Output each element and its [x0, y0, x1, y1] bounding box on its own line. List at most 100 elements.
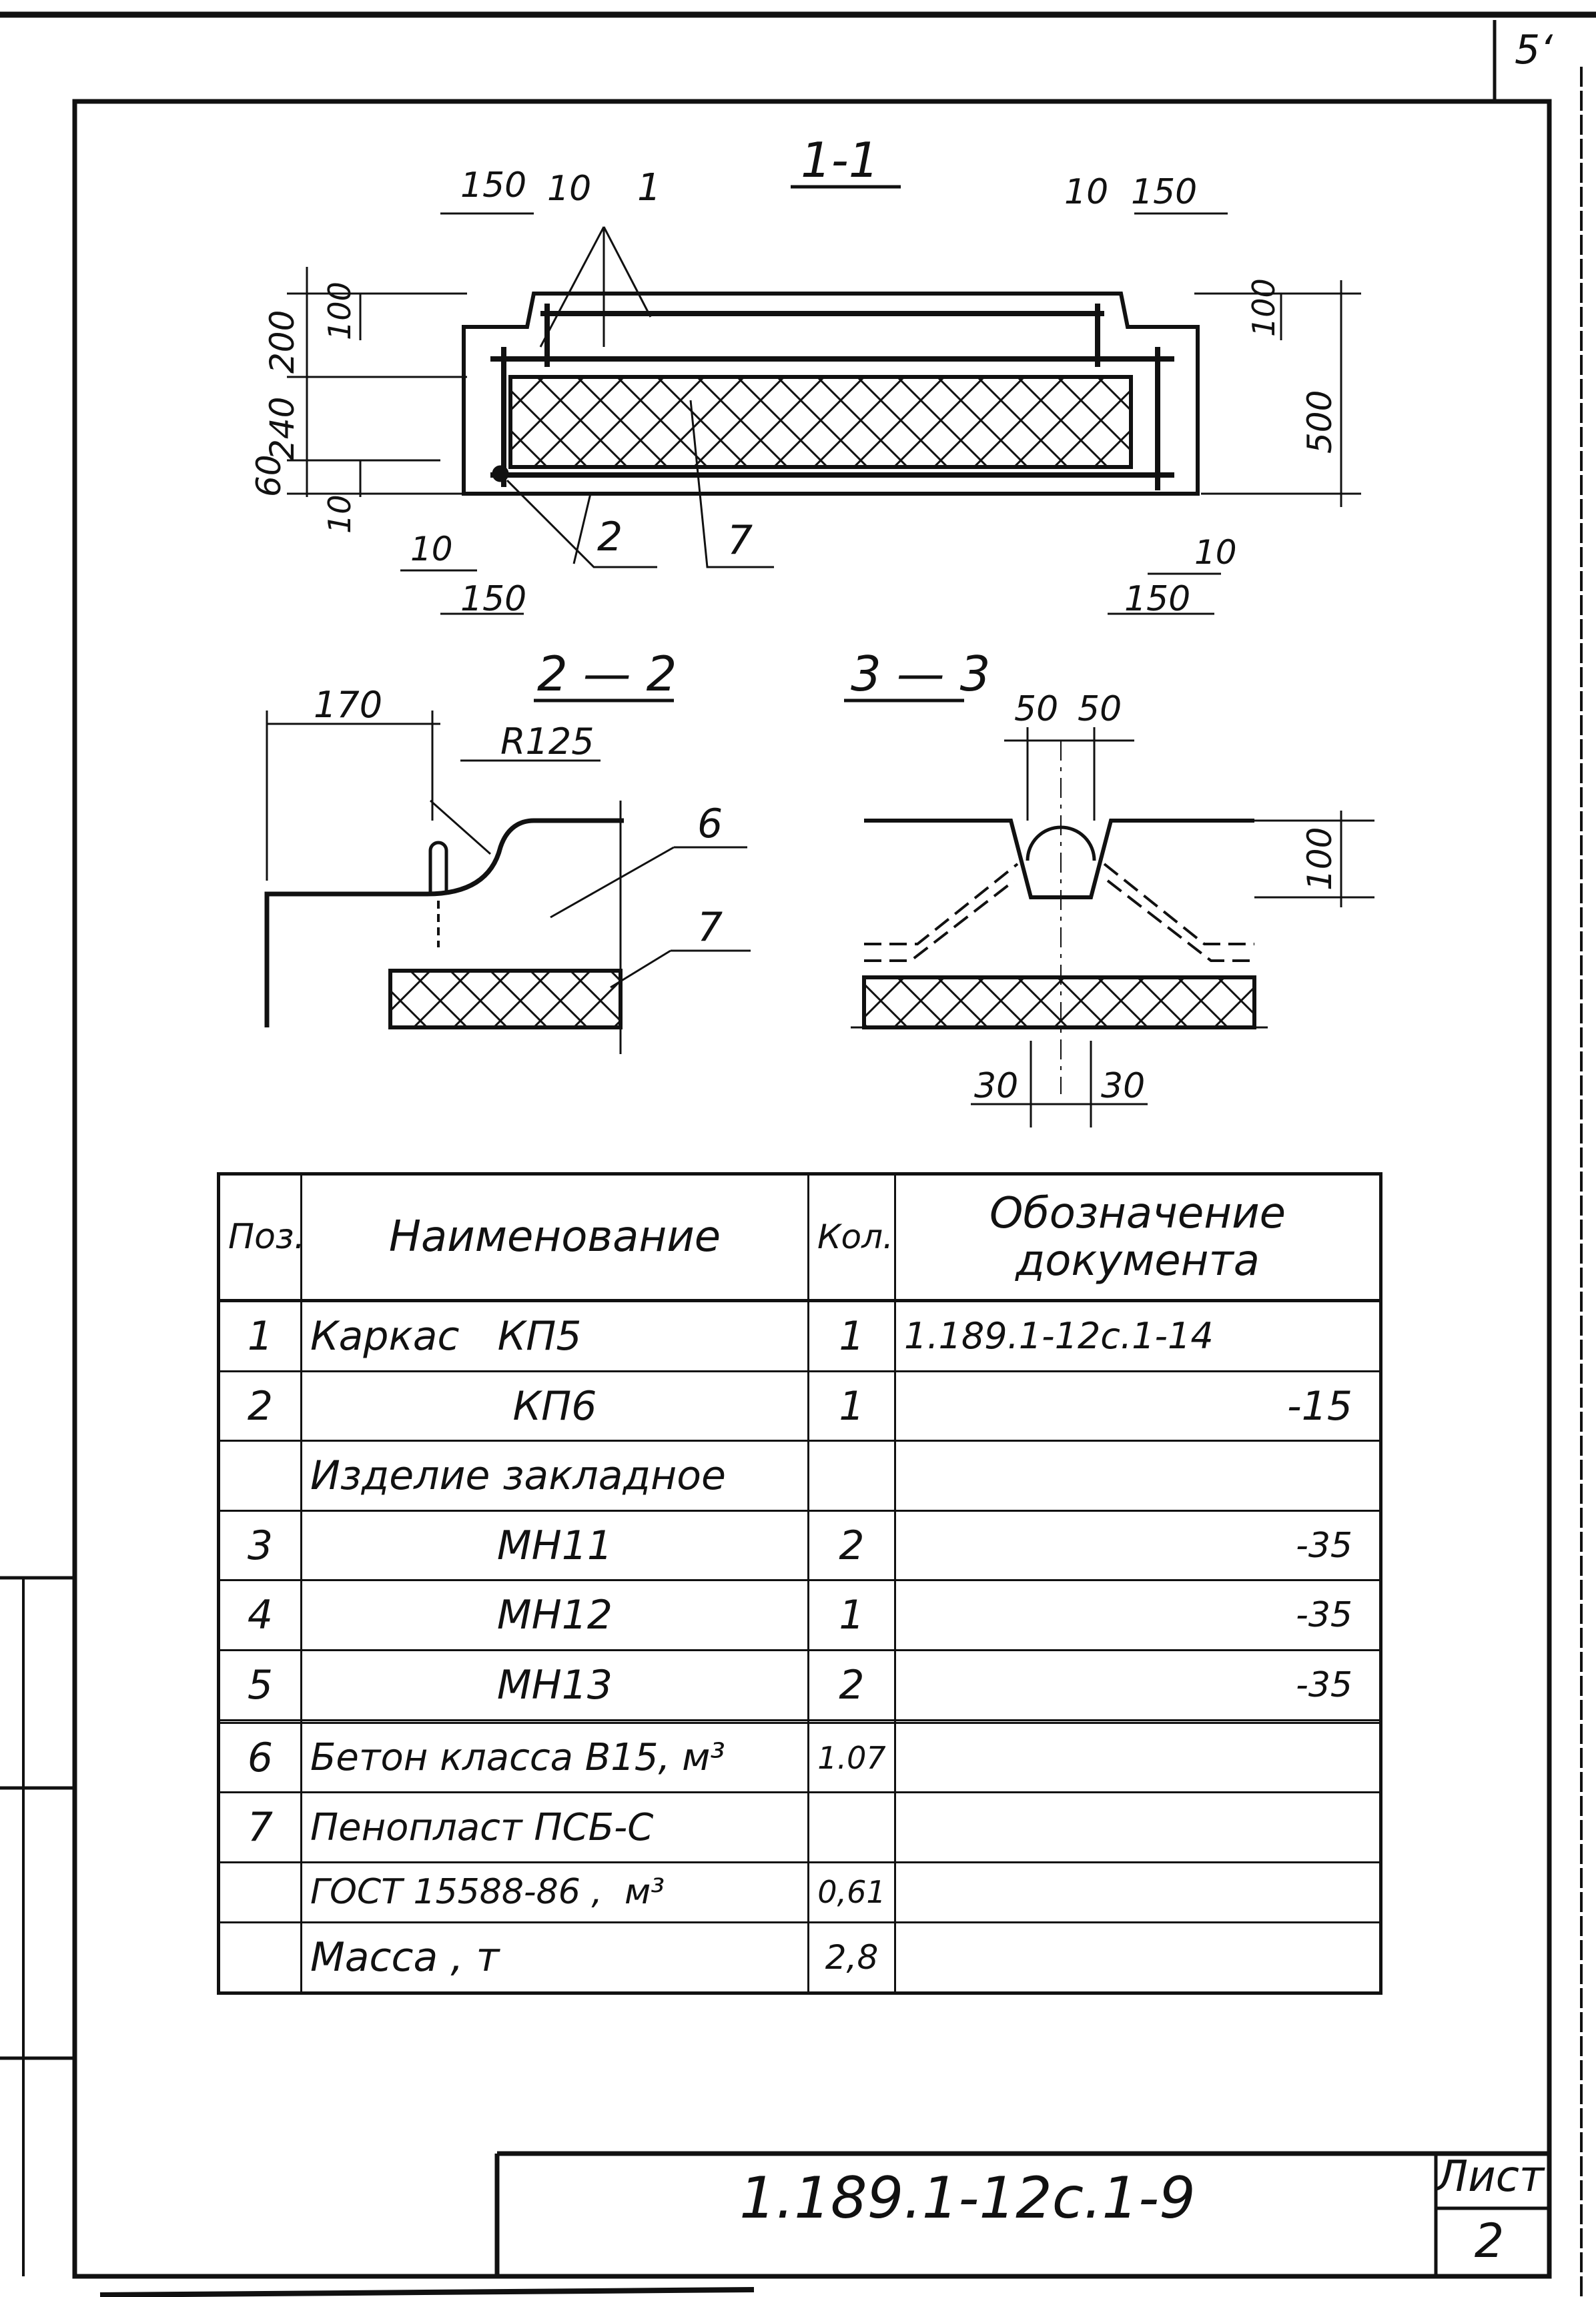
- dim-label: 100: [1300, 827, 1339, 891]
- dim-label: 30: [1101, 1066, 1145, 1106]
- cell-qty: 1: [807, 1370, 896, 1442]
- cell-name: Пенопласт ПСБ-С: [300, 1791, 809, 1863]
- cell-qty: [807, 1791, 896, 1863]
- section-2-2: [264, 699, 751, 1054]
- section-1-1-title: 1-1: [801, 132, 879, 188]
- cell-name: КП6: [300, 1370, 809, 1442]
- header-doc-line2: документа: [1016, 1236, 1260, 1286]
- dim-label: 100: [1246, 278, 1282, 337]
- cell-doc: 1.189.1-12с.1-14: [894, 1300, 1382, 1372]
- cell-pos: 4: [218, 1579, 302, 1651]
- callout-label: 7: [697, 904, 723, 951]
- dim-label: 200: [263, 310, 302, 374]
- cell-name: [300, 1719, 809, 1724]
- cell-pos: 3: [218, 1509, 302, 1582]
- cell-doc: [894, 1791, 1382, 1863]
- callout-label: 2: [597, 514, 623, 560]
- header-doc-line1: Обозначение: [989, 1189, 1286, 1239]
- table-row: 5 МН13 2 -35: [218, 1649, 1382, 1721]
- section-labels: 1-1 2 — 2 3 — 3 150 10 1 10 150 200 100 …: [250, 132, 1339, 1106]
- cell-name: Масса , т: [300, 1921, 809, 1994]
- cell-qty: 1: [807, 1300, 896, 1372]
- dim-label: 150: [1131, 172, 1197, 212]
- header-qty: Кол.: [807, 1173, 896, 1302]
- cell-qty: 1: [807, 1579, 896, 1651]
- dim-label: 150: [460, 579, 526, 619]
- cell-qty: 1.07: [807, 1721, 896, 1794]
- cell-name: МН13: [300, 1649, 809, 1721]
- table-row: Изделие закладное: [218, 1440, 1382, 1512]
- callout-label: 6: [697, 801, 723, 847]
- cell-doc: -35: [894, 1509, 1382, 1582]
- cell-pos: 2: [218, 1370, 302, 1442]
- cell-name: Изделие закладное: [300, 1440, 809, 1512]
- section-3-3-title: 3 — 3: [851, 646, 990, 702]
- table-row: 7 Пенопласт ПСБ-С: [218, 1791, 1382, 1863]
- dim-label: 10: [547, 169, 591, 209]
- cell-qty: 2,8: [807, 1921, 896, 1994]
- cell-pos: 6: [218, 1721, 302, 1794]
- cell-name: МН11: [300, 1509, 809, 1582]
- table-header-row: Поз. Наименование Кол. Обозначение докум…: [218, 1173, 1382, 1302]
- cell-doc: -35: [894, 1579, 1382, 1651]
- cell-pos: 5: [218, 1649, 302, 1721]
- cell-pos: 1: [218, 1300, 302, 1372]
- dim-label: 170: [314, 684, 382, 726]
- table-row: ГОСТ 15588-86 , м³ 0,61: [218, 1861, 1382, 1924]
- cell-qty: [807, 1440, 896, 1512]
- cell-doc: [894, 1440, 1382, 1512]
- cell-pos: [218, 1921, 302, 1994]
- table-row: 4 МН12 1 -35: [218, 1579, 1382, 1651]
- cell-name: Бетон класса В15, м³: [300, 1721, 809, 1794]
- cell-qty: 2: [807, 1649, 896, 1721]
- dim-label: 10: [1194, 533, 1237, 572]
- cell-name: Каркас КП5: [300, 1300, 809, 1372]
- header-pos: Поз.: [218, 1173, 302, 1302]
- header-name: Наименование: [300, 1173, 809, 1302]
- corner-mark: 5‘: [1515, 27, 1553, 73]
- cell-doc: [894, 1719, 1382, 1724]
- table-row: 1 Каркас КП5 1 1.189.1-12с.1-14: [218, 1300, 1382, 1372]
- sheet-label: Лист: [1436, 2152, 1545, 2202]
- cell-name: ГОСТ 15588-86 , м³: [300, 1861, 809, 1924]
- section-2-2-title: 2 — 2: [537, 646, 677, 702]
- specification-table: Поз. Наименование Кол. Обозначение докум…: [217, 1172, 1382, 1995]
- dim-label: 150: [1124, 579, 1190, 619]
- cell-qty: 2: [807, 1509, 896, 1582]
- dim-label: 30: [974, 1066, 1018, 1106]
- dim-label: 240: [263, 397, 302, 460]
- dim-label: 50: [1014, 689, 1058, 729]
- dim-label: 10: [1064, 172, 1108, 212]
- section-3-3: [844, 699, 1374, 1127]
- dim-label: 150: [460, 165, 526, 205]
- sheet-frame: [0, 11, 1596, 2297]
- dim-label: 10: [322, 494, 358, 534]
- dim-label: R125: [500, 721, 594, 763]
- cell-doc: [894, 1861, 1382, 1924]
- table-row: [218, 1719, 1382, 1724]
- document-code: 1.189.1-12с.1-9: [739, 2165, 1196, 2232]
- cell-doc: -35: [894, 1649, 1382, 1721]
- callout-label: 1: [637, 166, 661, 209]
- cell-pos: [218, 1440, 302, 1512]
- dim-label: 60: [250, 454, 288, 497]
- table-row: Масса , т 2,8: [218, 1921, 1382, 1994]
- dim-label: 50: [1078, 689, 1122, 729]
- dim-label: 100: [322, 282, 358, 340]
- table-row: 6 Бетон класса В15, м³ 1.07: [218, 1721, 1382, 1794]
- table-row: 3 МН11 2 -35: [218, 1509, 1382, 1582]
- cell-pos: [218, 1861, 302, 1924]
- cell-pos: 7: [218, 1791, 302, 1863]
- cell-doc: -15: [894, 1370, 1382, 1442]
- cell-pos: [218, 1719, 302, 1724]
- header-doc: Обозначение документа: [894, 1173, 1382, 1302]
- cell-doc: [894, 1921, 1382, 1994]
- cell-qty: 0,61: [807, 1861, 896, 1924]
- cell-name: МН12: [300, 1579, 809, 1651]
- callout-label: 7: [727, 517, 753, 564]
- dim-label: 10: [410, 530, 453, 568]
- section-1-1: [287, 185, 1361, 615]
- sheet-number: 2: [1474, 2214, 1505, 2268]
- dim-label: 500: [1300, 390, 1339, 454]
